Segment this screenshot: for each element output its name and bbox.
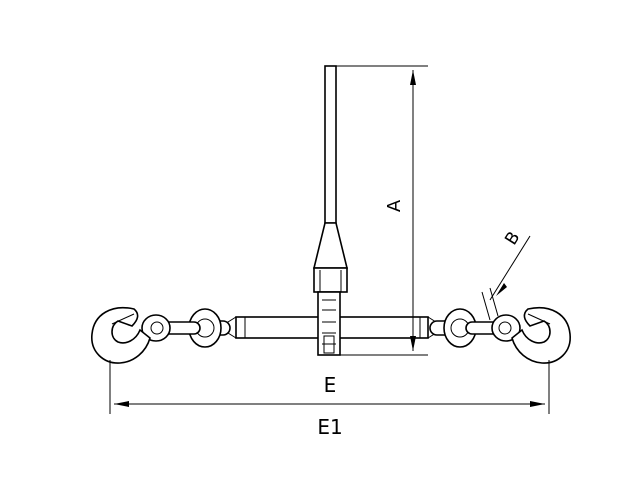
right-grab-hook xyxy=(511,307,571,364)
dimension-b xyxy=(481,235,531,321)
binder-body xyxy=(227,291,437,356)
left-grab-hook xyxy=(91,307,151,364)
right-chain xyxy=(429,308,521,348)
handle-lever xyxy=(312,65,349,293)
dimension-b-label: B xyxy=(501,228,524,248)
left-chain xyxy=(141,308,231,348)
dimension-e-label: E xyxy=(324,373,337,397)
dimension-e xyxy=(109,360,550,414)
dimension-a xyxy=(336,65,428,356)
dimension-a-label: A xyxy=(384,199,405,212)
dimension-e1-label: E1 xyxy=(317,415,342,439)
